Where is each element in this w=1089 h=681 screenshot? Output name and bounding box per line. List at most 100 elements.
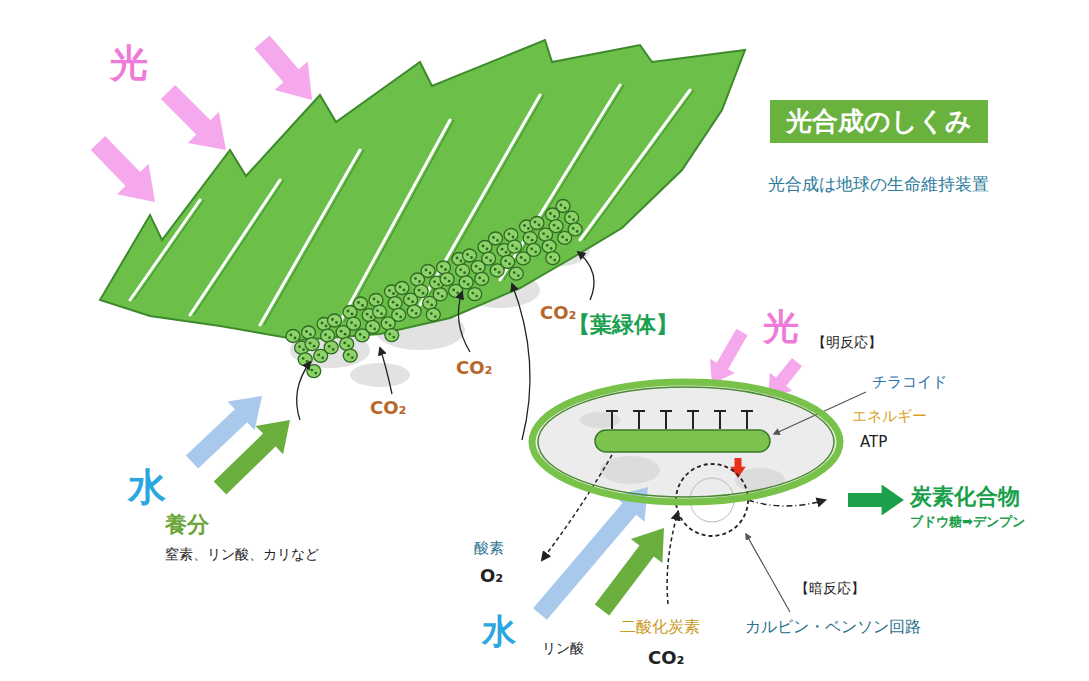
leaf-cell <box>385 329 399 342</box>
chloroplast-dot <box>498 271 501 274</box>
chloroplast-dot <box>538 224 541 227</box>
chloroplast-dot <box>309 342 312 345</box>
label: 養分 <box>165 512 209 537</box>
chloroplast-dot <box>531 239 534 242</box>
chloroplast-dot <box>557 227 560 230</box>
chloroplast-dot <box>505 251 508 254</box>
chloroplast-dot <box>310 369 313 372</box>
co2-arrow <box>297 362 310 420</box>
chloroplast-dot <box>331 318 334 321</box>
chloroplast-dot <box>370 316 373 319</box>
chloroplast-outline <box>528 378 844 506</box>
chloroplast-dot <box>560 204 563 207</box>
chloroplast-dot <box>347 353 350 356</box>
leaf-cell <box>328 314 342 327</box>
chloroplast-dot <box>508 263 511 266</box>
label: 二酸化炭素 <box>620 618 700 636</box>
chloroplast-dot <box>534 221 537 224</box>
chloroplast-dot <box>523 224 526 227</box>
chloroplast-dot <box>463 280 466 283</box>
chloroplast-dot <box>429 272 432 275</box>
chloroplast-dot <box>347 310 350 313</box>
product-path <box>748 500 825 506</box>
chloroplast-dot <box>444 277 447 280</box>
chloroplast-dot <box>361 304 364 307</box>
label: CO₂ <box>648 648 684 669</box>
chloroplast-dot <box>550 247 553 250</box>
chloroplast-dot <box>392 301 395 304</box>
chloroplast-dot <box>314 372 317 375</box>
chloroplast-dot <box>418 289 421 292</box>
label: 【暗反応】 <box>795 580 865 596</box>
label: O₂ <box>480 566 503 587</box>
chloroplast-dot <box>354 324 357 327</box>
leaf-cell <box>366 320 380 333</box>
chloroplast-dot <box>524 259 527 262</box>
chloroplast-dot <box>437 292 440 295</box>
chloroplast-dot <box>549 212 552 215</box>
chloroplast-dot <box>392 292 395 295</box>
chloroplast-dot <box>482 245 485 248</box>
chloroplast-dot <box>504 260 507 263</box>
chloroplast-dot <box>441 295 444 298</box>
leaf-cell <box>440 273 454 286</box>
chloroplast-dot <box>553 259 556 262</box>
chloroplast-dot <box>568 215 571 218</box>
co2-arrow <box>458 292 470 352</box>
chloroplast-dot <box>512 236 515 239</box>
atp-synthase-mark <box>606 411 618 429</box>
atp-synthase-mark <box>741 411 753 429</box>
chloroplast-dot <box>479 268 482 271</box>
node-heading: 【葉緑体】 <box>568 312 678 337</box>
phosphate-arrow <box>595 528 664 615</box>
atp-synthase-mark <box>687 411 699 429</box>
label: 酸素 <box>474 540 504 557</box>
chloroplast-dot <box>511 244 514 247</box>
chloroplast-dot <box>426 301 429 304</box>
light-arrow <box>91 136 155 202</box>
leaf-cell <box>523 232 537 245</box>
chloroplast-dot <box>546 235 549 238</box>
chloroplast-stroma <box>535 385 837 499</box>
co2-arrow <box>380 348 392 394</box>
nutrient-arrow <box>214 420 290 495</box>
chloroplast-dot <box>486 248 489 251</box>
chloroplast-dot <box>466 253 469 256</box>
leaf-cell <box>501 255 515 268</box>
water-arrow <box>533 487 648 620</box>
chloroplast-dot <box>328 345 331 348</box>
leaf-cell <box>568 223 582 236</box>
chloroplast-dot <box>335 321 338 324</box>
leaf-cell <box>433 288 447 301</box>
label: 光 <box>110 42 148 86</box>
chloroplast-node: 【葉緑体】 <box>528 378 844 506</box>
leaf-cell <box>298 353 312 366</box>
chloroplast-dot <box>448 280 451 283</box>
chloroplast-dot <box>313 345 316 348</box>
chloroplast-dot <box>343 342 346 345</box>
label: CO₂ <box>540 303 576 324</box>
chloroplast-dot <box>369 325 372 328</box>
leaf-cell <box>549 220 563 233</box>
label: リン酸 <box>542 640 584 656</box>
chloroplast-dot <box>553 224 556 227</box>
light-arrow <box>254 36 312 101</box>
leaf-cell <box>509 267 523 280</box>
leaf-cell <box>347 317 361 330</box>
leaf-cell <box>546 252 560 265</box>
leaf-cell <box>530 217 544 230</box>
leaf-cell <box>302 326 316 339</box>
chloroplast-dot <box>377 301 380 304</box>
chloroplast-dot <box>306 360 309 363</box>
leaf-cell <box>468 288 482 301</box>
co2-arrow <box>578 252 594 300</box>
leaf-cell <box>340 337 354 350</box>
chloroplast-dot <box>459 268 462 271</box>
chloroplast-dot <box>482 280 485 283</box>
chloroplast-dot <box>344 333 347 336</box>
chloroplast-dot <box>414 277 417 280</box>
label: カルビン・ベンソン回路 <box>745 618 921 636</box>
leaf-cell <box>369 294 383 307</box>
chloroplast-dot <box>527 227 530 230</box>
label: エネルギー <box>852 408 927 425</box>
